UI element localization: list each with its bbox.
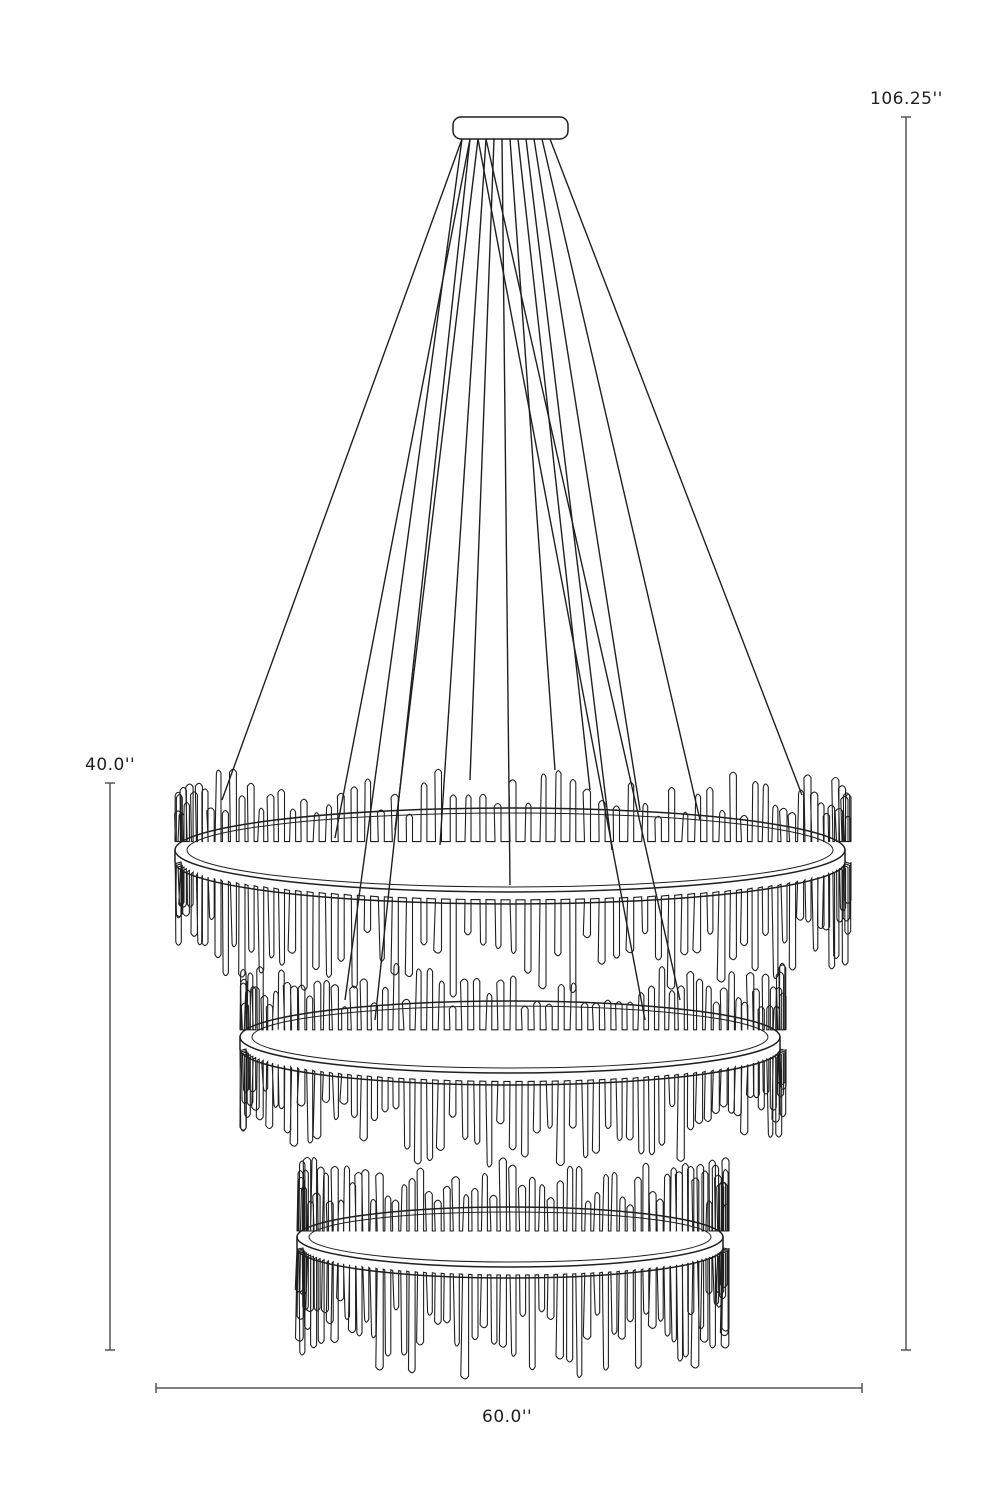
suspension-cables	[221, 138, 803, 1021]
middle-ring	[239, 1000, 781, 1086]
top-ring	[174, 807, 846, 905]
width-label: 60.0''	[482, 1407, 533, 1427]
chandelier-rings	[174, 807, 846, 1279]
ceiling-canopy	[452, 116, 569, 140]
dimension-lines	[105, 116, 911, 1393]
overall-height-label: 106.25''	[870, 89, 943, 109]
body-height-label: 40.0''	[85, 755, 136, 775]
bottom-ring	[296, 1206, 724, 1279]
crystal-fringes	[174, 768, 852, 1380]
